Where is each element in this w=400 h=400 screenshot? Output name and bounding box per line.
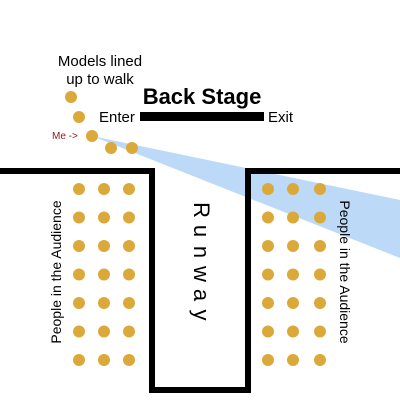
audience-member-dot — [73, 183, 85, 195]
models-label-line1: Models lined — [58, 53, 142, 70]
audience-member-dot — [287, 354, 299, 366]
me-model-dot — [86, 130, 98, 142]
runway-letter: y — [189, 310, 214, 321]
audience-member-dot — [98, 325, 110, 338]
audience-member-dot — [287, 325, 299, 338]
audience-member-dot — [98, 354, 110, 366]
audience-member-dot — [262, 268, 274, 281]
model-dot — [73, 111, 85, 123]
audience-member-dot — [123, 354, 135, 366]
audience-member-dot — [262, 240, 274, 252]
audience-member-dot — [73, 268, 85, 281]
model-dot — [126, 142, 138, 154]
audience-member-dot — [314, 354, 326, 366]
audience-member-dot — [123, 240, 135, 252]
audience-member-dot — [73, 240, 85, 252]
model-dot — [105, 142, 117, 154]
audience-member-dot — [314, 183, 326, 195]
exit-label: Exit — [268, 109, 294, 126]
audience-member-dot — [123, 297, 135, 309]
audience-member-dot — [73, 297, 85, 309]
audience-member-dot — [262, 297, 274, 309]
audience-member-dot — [98, 240, 110, 252]
runway-letter: u — [189, 225, 214, 237]
audience-left-label: People in the Audience — [48, 200, 64, 343]
audience-left-group — [73, 183, 135, 366]
runway-letter: w — [189, 265, 214, 282]
audience-member-dot — [73, 211, 85, 224]
audience-member-dot — [314, 240, 326, 252]
audience-member-dot — [287, 297, 299, 309]
audience-member-dot — [98, 268, 110, 281]
audience-member-dot — [287, 240, 299, 252]
audience-member-dot — [123, 183, 135, 195]
model-dot — [65, 91, 77, 103]
runway-letter: n — [189, 246, 214, 258]
audience-member-dot — [123, 325, 135, 338]
runway-letter: a — [189, 289, 214, 302]
audience-member-dot — [262, 183, 274, 195]
runway-label: R u n w a y — [189, 202, 214, 320]
me-label: Me -> — [52, 131, 78, 142]
runway-letter: R — [189, 202, 214, 218]
audience-member-dot — [262, 211, 274, 224]
audience-member-dot — [98, 211, 110, 224]
models-line-group — [65, 91, 138, 154]
enter-label: Enter — [99, 109, 135, 126]
audience-member-dot — [98, 297, 110, 309]
audience-member-dot — [98, 183, 110, 195]
audience-right-label: People in the Audience — [337, 200, 353, 343]
audience-member-dot — [73, 354, 85, 366]
audience-member-dot — [262, 354, 274, 366]
audience-member-dot — [73, 325, 85, 338]
audience-member-dot — [314, 211, 326, 224]
back-stage-label: Back Stage — [143, 84, 262, 109]
audience-member-dot — [287, 211, 299, 224]
audience-member-dot — [287, 268, 299, 281]
audience-member-dot — [287, 183, 299, 195]
audience-member-dot — [123, 211, 135, 224]
audience-member-dot — [314, 297, 326, 309]
audience-right-group — [262, 183, 326, 366]
audience-member-dot — [314, 325, 326, 338]
audience-member-dot — [123, 268, 135, 281]
audience-member-dot — [314, 268, 326, 281]
audience-member-dot — [262, 325, 274, 338]
runway-outline — [0, 168, 400, 393]
back-stage-wall — [140, 112, 264, 121]
models-label-line2: up to walk — [66, 71, 134, 88]
